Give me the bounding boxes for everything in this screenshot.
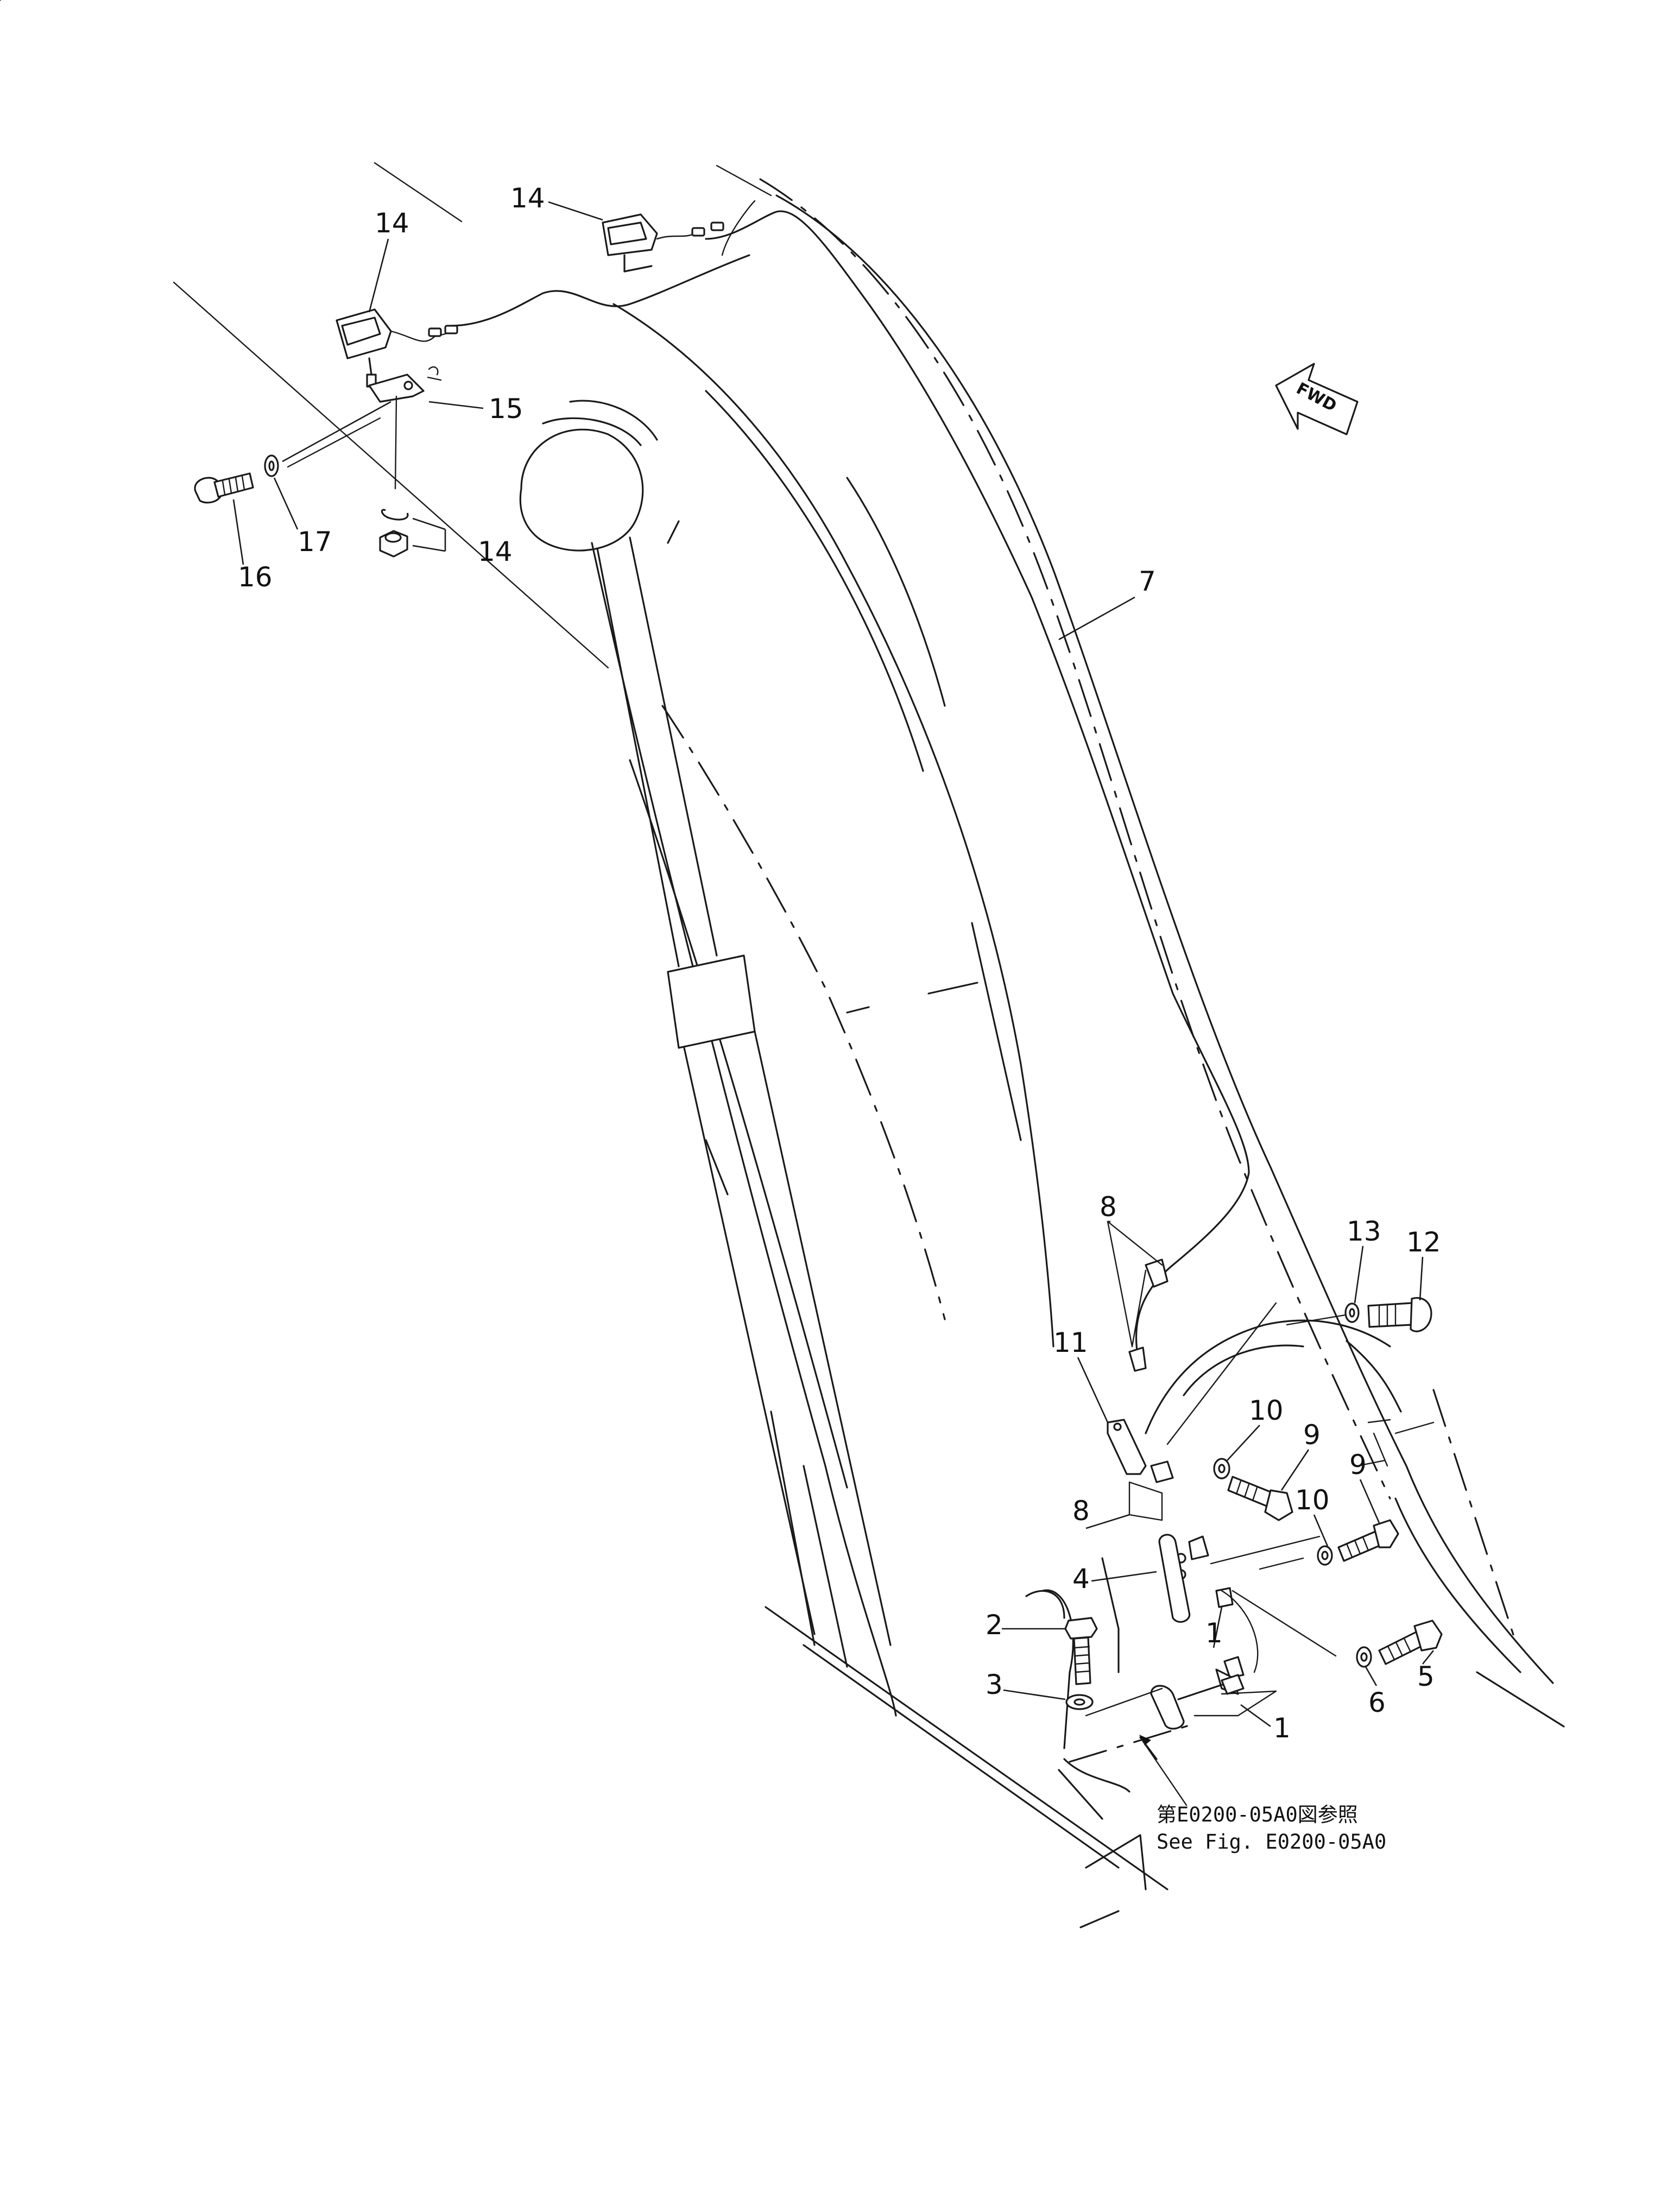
bolt-9-lower (1337, 1519, 1399, 1562)
callout-10: 10 (1295, 1484, 1330, 1516)
bolt-9-upper (1227, 1476, 1293, 1521)
callout-6: 6 (1368, 1687, 1386, 1718)
work-lamp-top (602, 213, 724, 273)
lamp-bracket (282, 366, 442, 490)
boom-cylinder (519, 400, 892, 1646)
callout-17: 17 (298, 526, 332, 558)
callout-7: 7 (1139, 566, 1156, 597)
right-cover-plate (1145, 1302, 1435, 1657)
callout-12: 12 (1406, 1226, 1441, 1258)
callout-8: 8 (1100, 1191, 1117, 1223)
callout-9: 9 (1349, 1449, 1367, 1481)
callout-16: 16 (238, 561, 273, 593)
callout-1: 1 (1273, 1712, 1291, 1744)
reference-jp: 第E0200-05A0図参照 (1157, 1803, 1358, 1826)
callout-13: 13 (1347, 1216, 1381, 1247)
callout-14: 14 (510, 182, 545, 214)
callout-14: 14 (375, 207, 409, 239)
wiring-harness (450, 200, 1250, 1369)
forward-direction-arrow: FWD (1275, 363, 1359, 435)
callout-4: 4 (1072, 1563, 1090, 1595)
reference-en: See Fig. E0200-05A0 (1157, 1830, 1386, 1854)
bolt-2 (1064, 1617, 1098, 1685)
bracket-fasteners (194, 454, 409, 558)
callout-15: 15 (489, 393, 523, 425)
work-lamp-left (336, 308, 458, 388)
construction-lines (173, 162, 772, 669)
callout-11: 11 (1053, 1327, 1088, 1358)
callout-3: 3 (986, 1669, 1003, 1700)
mount-fasteners (1064, 1297, 1443, 1710)
callout-8: 8 (1072, 1495, 1090, 1527)
callout-5: 5 (1417, 1661, 1435, 1692)
callout-1: 1 (1205, 1617, 1223, 1649)
callout-9: 9 (1303, 1419, 1321, 1451)
lower-clamp-assembly (1025, 1220, 1277, 1820)
callout-10: 10 (1249, 1395, 1284, 1426)
boom-structure (0, 0, 1565, 1928)
callout-14: 14 (478, 536, 513, 567)
bolt-5 (1378, 1620, 1443, 1665)
callout-2: 2 (986, 1609, 1003, 1641)
bolt-12 (1367, 1297, 1432, 1332)
figure-reference-note: 第E0200-05A0図参照 See Fig. E0200-05A0 (1157, 1803, 1386, 1854)
leader-lines (232, 201, 1435, 1728)
